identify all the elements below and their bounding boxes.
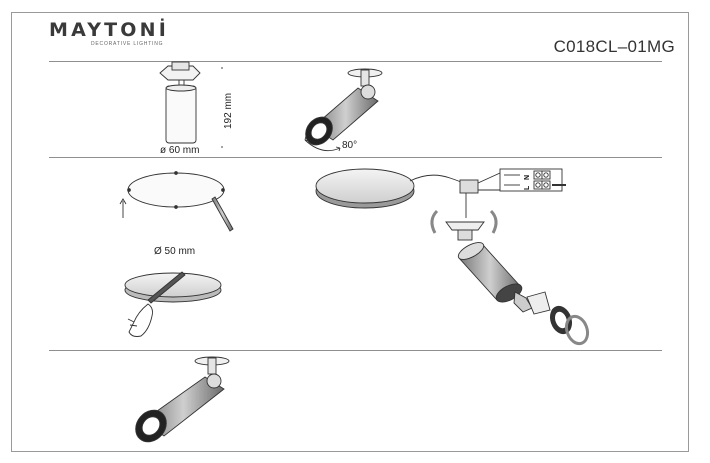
section-divider-1: [49, 157, 662, 158]
terminal-neutral: N: [524, 174, 531, 180]
diameter-dimension: ø 60 mm: [160, 145, 200, 156]
section-divider-2: [49, 350, 662, 351]
ceiling-disc: [315, 168, 471, 209]
brand-name: MAYTONİ: [49, 19, 170, 41]
fixture-angle-view: [304, 68, 383, 152]
fixture-front-view: [159, 61, 223, 148]
rotation-angle: 80°: [342, 140, 358, 151]
mounting-bracket: [430, 193, 498, 241]
model-number: C018CL–01MG: [553, 37, 675, 56]
spotlight-body: [457, 242, 590, 346]
page-frame: [11, 12, 689, 452]
brand-logo: MAYTONİ DECORATIVE LIGHTING: [49, 20, 169, 47]
header-divider: [49, 61, 662, 62]
cutout-diameter: Ø 50 mm: [154, 246, 196, 257]
terminal-block: [459, 168, 566, 194]
height-dimension: 192 mm: [223, 92, 234, 129]
cutout-disc: [124, 271, 222, 337]
ceiling-template: [119, 171, 234, 232]
fixture-installed-view: [135, 356, 230, 443]
brand-tagline: DECORATIVE LIGHTING: [91, 41, 164, 47]
terminal-live: L: [524, 185, 531, 190]
